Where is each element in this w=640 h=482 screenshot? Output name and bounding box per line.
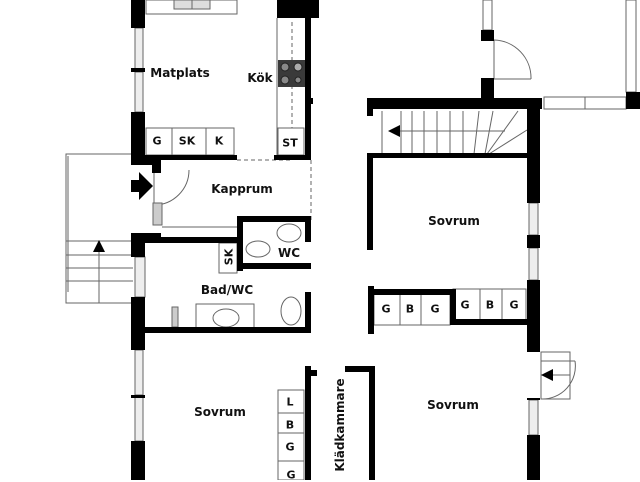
cabinet-label: SK bbox=[222, 248, 236, 266]
stair-arrow-icon bbox=[388, 125, 400, 137]
room-label-sovrum-3: Sovrum bbox=[427, 398, 479, 412]
cabinet-label: G bbox=[430, 302, 440, 316]
side-entrance-arrow-icon bbox=[541, 369, 553, 381]
room-label-bad-wc: Bad/WC bbox=[200, 283, 254, 297]
cabinet-label: G bbox=[152, 134, 162, 148]
entrance-arrow-icon bbox=[131, 172, 153, 200]
cabinet-label: G bbox=[285, 440, 295, 454]
room-label-kladkammare: Klädkammare bbox=[333, 378, 347, 472]
room-label-sovrum-1: Sovrum bbox=[428, 214, 480, 228]
cabinet-label: B bbox=[485, 298, 495, 312]
room-label-sovrum-2: Sovrum bbox=[194, 405, 246, 419]
cabinet-label: G bbox=[381, 302, 391, 316]
room-label-kapprum: Kapprum bbox=[211, 182, 273, 196]
cabinet-label: B bbox=[405, 302, 415, 316]
cabinet-label: G bbox=[286, 468, 296, 482]
room-label-kok: Kök bbox=[247, 71, 273, 85]
cabinet-label: B bbox=[285, 418, 295, 432]
cabinet-label: G bbox=[460, 298, 470, 312]
room-label-wc: WC bbox=[277, 246, 301, 260]
cabinet-label: K bbox=[214, 134, 224, 148]
stair-up-arrow-icon bbox=[93, 240, 105, 252]
cabinet-label: ST bbox=[282, 136, 298, 150]
cabinet-label: SK bbox=[178, 134, 196, 148]
walls bbox=[131, 0, 640, 480]
room-label-matplats: Matplats bbox=[150, 66, 210, 80]
arrows bbox=[93, 125, 553, 381]
fixtures-and-lines bbox=[65, 0, 637, 480]
cabinet-label: L bbox=[286, 395, 294, 409]
cabinet-label: G bbox=[509, 298, 519, 312]
stove bbox=[278, 60, 305, 87]
